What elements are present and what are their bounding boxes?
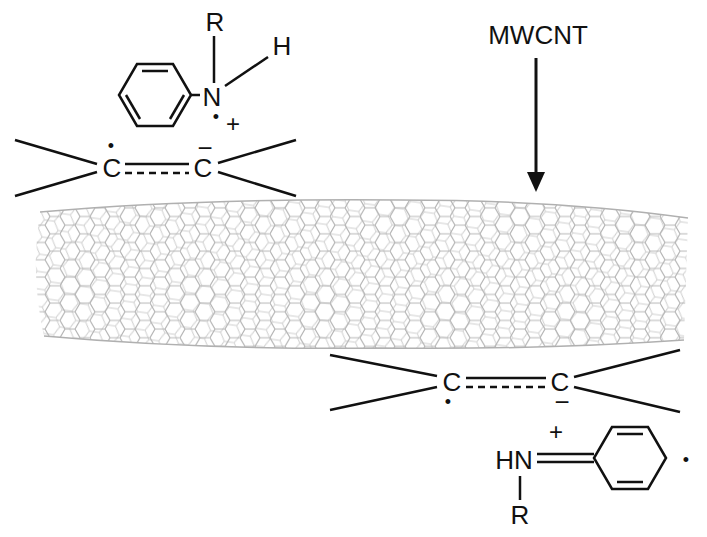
radical-dot: • [108,137,114,155]
substituent-label: R [206,9,225,35]
quinoid-structure [520,427,666,500]
carbon-fragment [15,140,296,196]
atom-label: H [273,33,292,59]
radical-dot: • [213,108,219,126]
substituent-label: R [511,502,530,528]
nanotube [30,195,695,355]
atom-label: HN [495,447,533,473]
atom-label: C [103,155,122,181]
charge-sign: + [549,420,563,444]
charge-sign: + [226,112,240,136]
atom-label: C [443,369,462,395]
aniline-structure [119,36,268,126]
charge-sign: − [554,389,569,415]
carbon-fragment [330,350,680,412]
component-label: MWCNT [488,22,588,48]
radical-dot: • [683,451,689,469]
radical-dot: • [445,393,451,411]
pointer-arrow [527,58,545,192]
atom-label: N [203,84,222,110]
charge-sign: − [197,135,212,161]
